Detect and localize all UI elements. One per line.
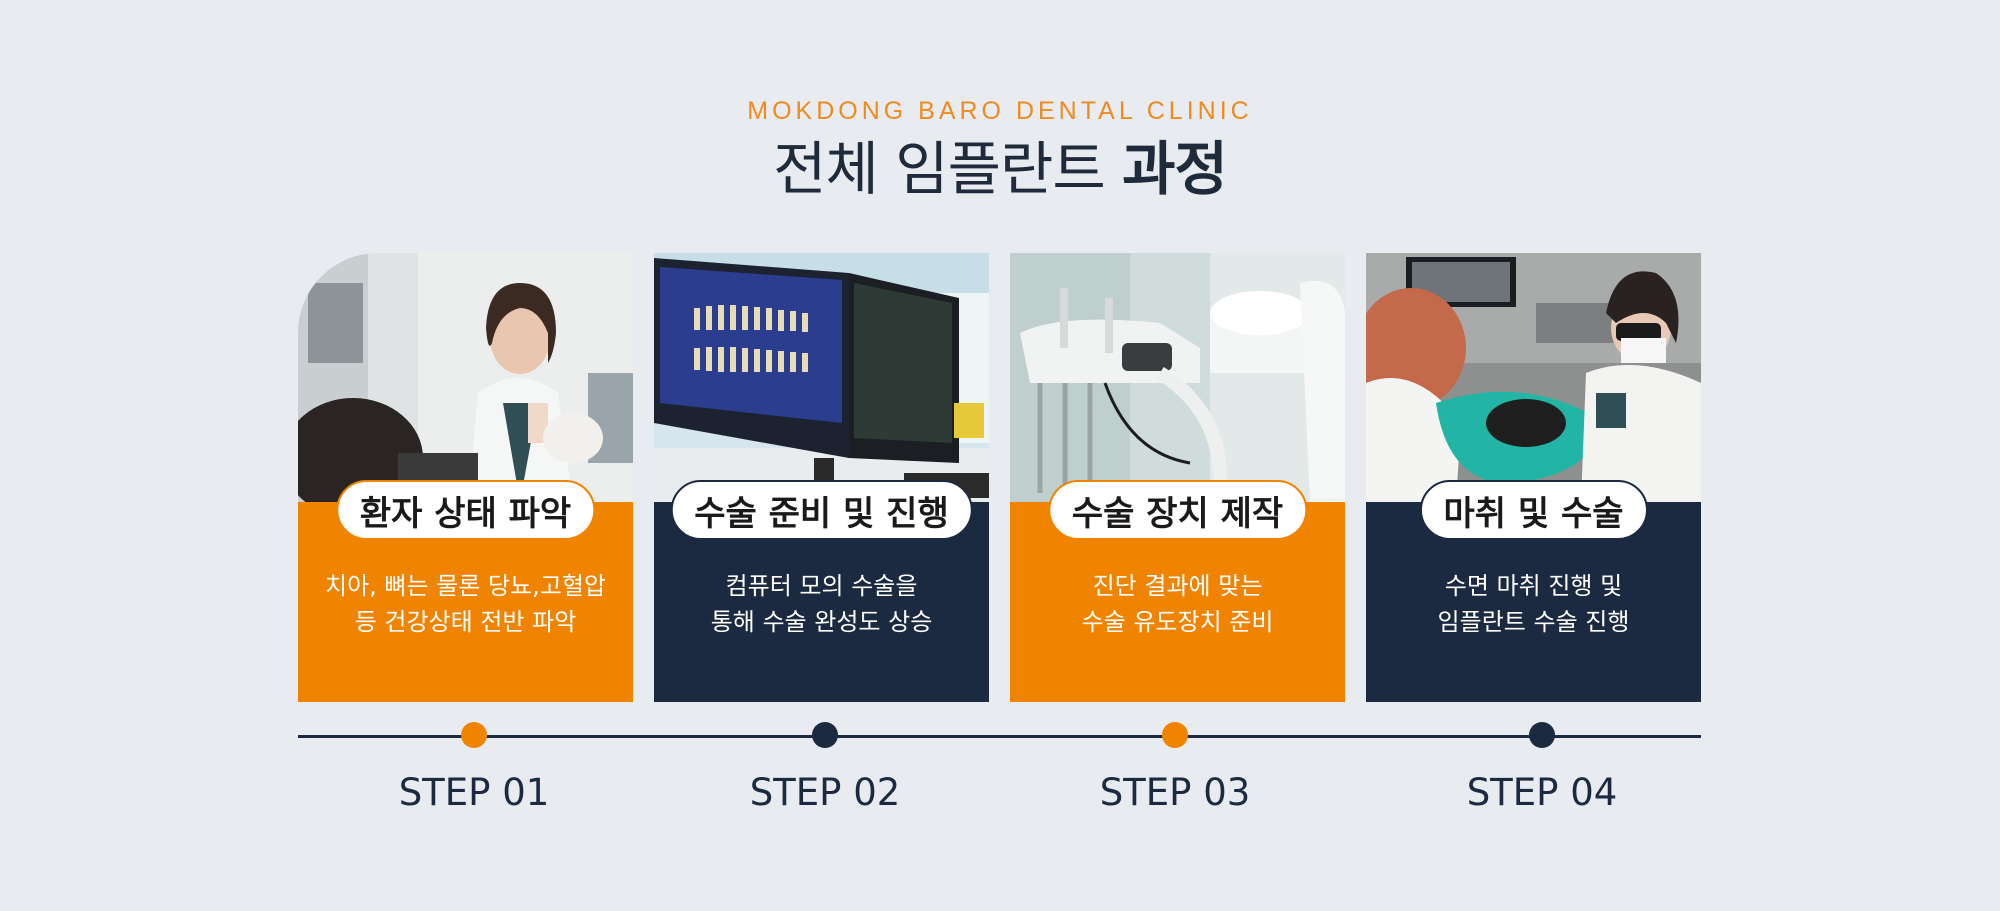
step-title: 마취 및 수술 [1419, 480, 1648, 540]
title-regular: 전체 임플란트 [773, 135, 1106, 203]
step-title: 수술 준비 및 진행 [670, 480, 973, 540]
description-line-2: 통해 수술 완성도 상승 [710, 608, 933, 636]
timeline-dot-4 [1529, 722, 1555, 748]
step-card-4: 마취 및 수술 수면 마취 진행 및 임플란트 수술 진행 [1366, 253, 1701, 702]
clinic-name: MOKDONG BARO DENTAL CLINIC [747, 97, 1253, 125]
step-description: 치아, 뼈는 물론 당뇨,고혈압 등 건강상태 전반 파악 [298, 568, 633, 640]
description-line-2: 임플란트 수술 진행 [1437, 608, 1630, 636]
step-label-2: STEP 02 [749, 771, 901, 814]
timeline-line [298, 735, 1701, 738]
step-title: 수술 장치 제작 [1047, 480, 1308, 540]
step-description: 진단 결과에 맞는 수술 유도장치 준비 [1010, 568, 1345, 640]
description-line-1: 수면 마취 진행 및 [1444, 572, 1623, 600]
timeline-dot-3 [1162, 722, 1188, 748]
description-line-2: 등 건강상태 전반 파악 [354, 608, 577, 636]
step-title: 환자 상태 파악 [335, 480, 596, 540]
computer-monitors-photo [654, 253, 989, 502]
title-bold: 과정 [1122, 135, 1228, 203]
timeline-dot-1 [461, 722, 487, 748]
surgery-photo [1366, 253, 1701, 502]
doctor-consultation-photo [298, 253, 633, 502]
description-line-2: 수술 유도장치 준비 [1081, 608, 1274, 636]
description-line-1: 치아, 뼈는 물론 당뇨,고혈압 [324, 572, 607, 600]
timeline-dot-2 [812, 722, 838, 748]
dental-equipment-photo [1010, 253, 1345, 502]
step-card-1: 환자 상태 파악 치아, 뼈는 물론 당뇨,고혈압 등 건강상태 전반 파악 [298, 253, 633, 702]
page-title: 전체 임플란트 과정 [0, 134, 2000, 204]
description-line-1: 컴퓨터 모의 수술을 [725, 572, 918, 600]
step-label-4: STEP 04 [1466, 771, 1618, 814]
step-description: 컴퓨터 모의 수술을 통해 수술 완성도 상승 [654, 568, 989, 640]
description-line-1: 진단 결과에 맞는 [1092, 572, 1263, 600]
step-description: 수면 마취 진행 및 임플란트 수술 진행 [1366, 568, 1701, 640]
step-card-2: 수술 준비 및 진행 컴퓨터 모의 수술을 통해 수술 완성도 상승 [654, 253, 989, 702]
step-card-3: 수술 장치 제작 진단 결과에 맞는 수술 유도장치 준비 [1010, 253, 1345, 702]
step-label-1: STEP 01 [398, 771, 550, 814]
page-header: MOKDONG BARO DENTAL CLINIC 전체 임플란트 과정 [0, 96, 2000, 204]
step-label-3: STEP 03 [1099, 771, 1251, 814]
